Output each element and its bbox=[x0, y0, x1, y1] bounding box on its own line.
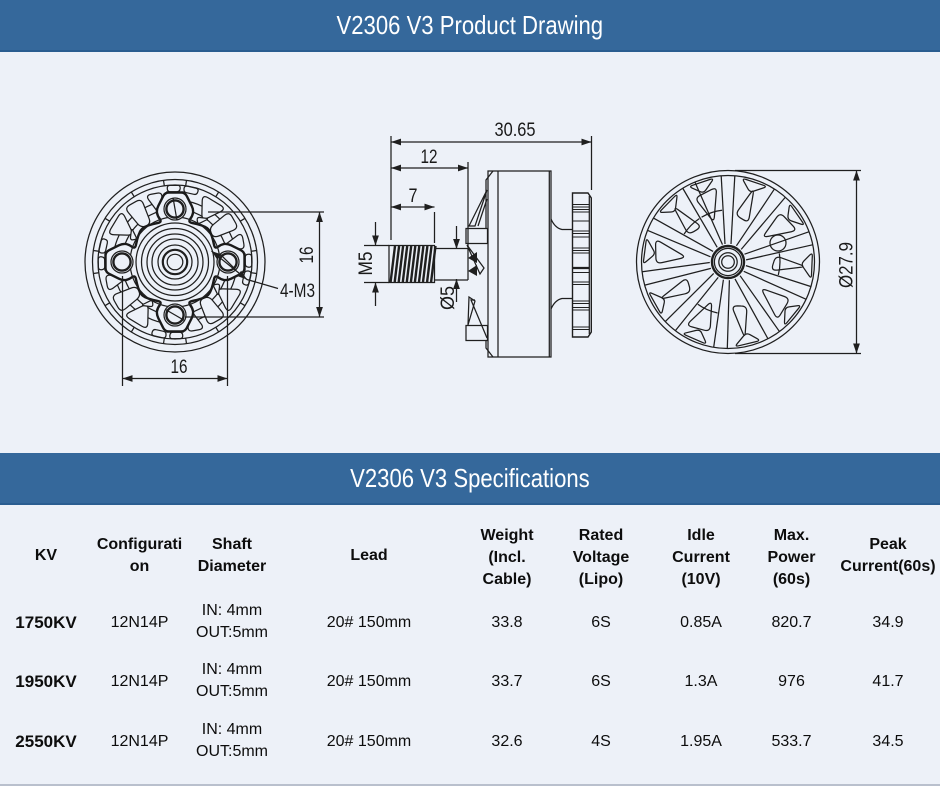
svg-text:7: 7 bbox=[409, 186, 418, 207]
svg-text:16: 16 bbox=[171, 357, 188, 378]
svg-text:Ø27.9: Ø27.9 bbox=[837, 242, 858, 288]
svg-text:M5: M5 bbox=[356, 252, 377, 276]
svg-text:30.65: 30.65 bbox=[495, 120, 536, 141]
svg-text:16: 16 bbox=[297, 247, 318, 264]
svg-text:12: 12 bbox=[421, 147, 438, 168]
svg-text:Ø5: Ø5 bbox=[438, 286, 459, 310]
svg-text:4-M3: 4-M3 bbox=[280, 281, 315, 302]
